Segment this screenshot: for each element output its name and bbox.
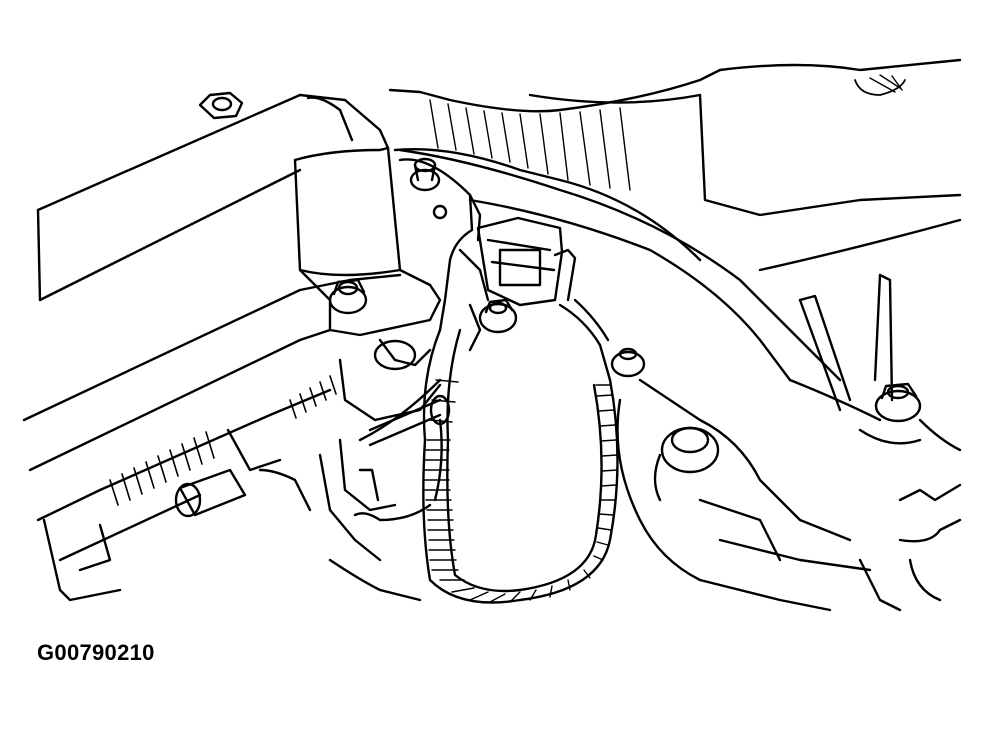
bolt-left-cover [330,280,366,313]
sensor-connector [478,218,575,305]
lower-center-body [260,340,430,600]
lower-right-components [618,380,961,610]
harness-ribs [425,380,617,602]
engine-cover [24,95,400,600]
bracket [800,275,960,450]
intake-ribs [430,100,630,190]
ground-wire [355,396,449,520]
bolt-far-right [876,384,920,421]
figure-id-label: G00790210 [37,640,155,665]
corrugated-wire-harness [360,300,618,603]
bolt-right-bracket [612,349,644,376]
engine-bay-line-drawing [0,0,996,620]
cam-cover-block [295,148,440,420]
cover-ribs [110,376,336,505]
sensor-body [400,159,488,350]
bolt-top-left [200,93,242,118]
hose-stub [176,470,245,516]
bolt-sensor-mount [480,300,516,332]
intake-housing [308,60,960,260]
